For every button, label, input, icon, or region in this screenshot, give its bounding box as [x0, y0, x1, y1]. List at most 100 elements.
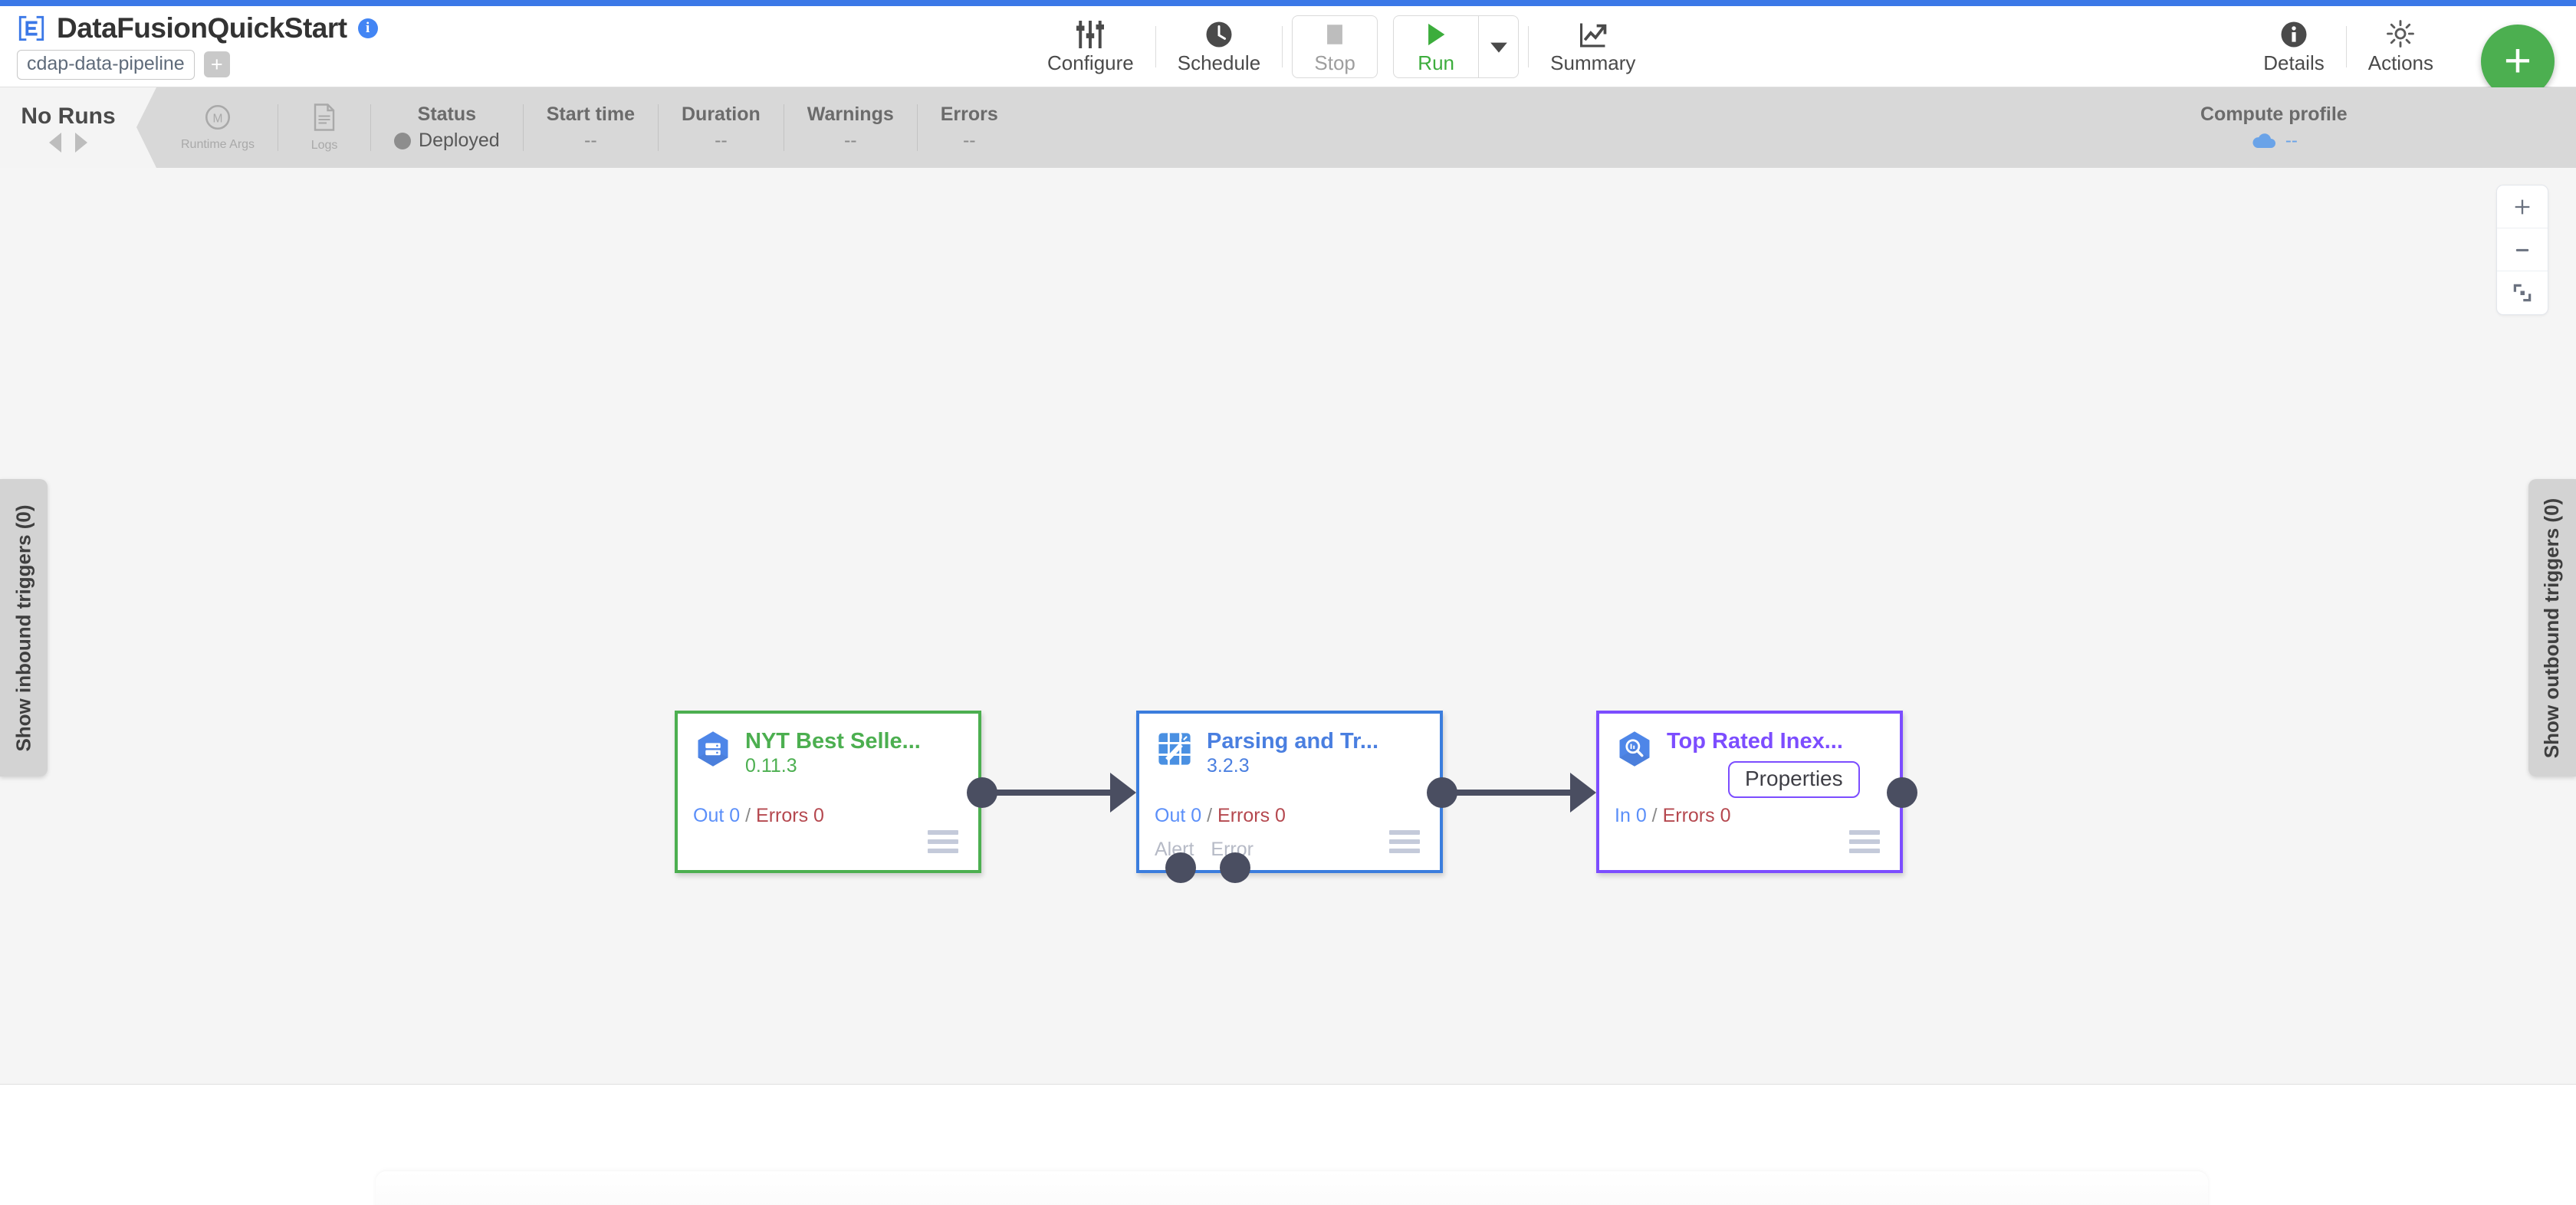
inbound-triggers-label: Show inbound triggers (0) — [12, 504, 35, 752]
details-button[interactable]: Details — [2243, 6, 2344, 87]
node-out-value: 0 — [1191, 805, 1202, 826]
toolbar-divider — [2345, 26, 2347, 67]
toolbar-divider — [1155, 26, 1156, 67]
stop-label: Stop — [1314, 51, 1355, 74]
node-menu-icon[interactable] — [1849, 830, 1880, 853]
summary-button[interactable]: Summary — [1530, 6, 1655, 87]
summary-label: Summary — [1550, 51, 1636, 74]
bottom-console-card[interactable] — [376, 1171, 2208, 1205]
run-options-button[interactable] — [1478, 16, 1518, 77]
info-circle-icon — [2280, 19, 2308, 48]
no-runs-notch — [136, 87, 156, 168]
errors-header: Errors — [940, 103, 998, 125]
warnings-field: Warnings -- — [784, 87, 917, 168]
configure-button[interactable]: Configure — [1027, 6, 1154, 87]
actions-button[interactable]: Actions — [2348, 6, 2453, 87]
stop-button[interactable]: Stop — [1293, 19, 1377, 75]
main-toolbar: Configure Schedule Stop — [1027, 6, 1655, 87]
clock-icon — [1205, 19, 1233, 48]
page-title: DataFusionQuickStart — [57, 12, 347, 44]
compute-profile-header: Compute profile — [2200, 103, 2348, 125]
line-chart-icon — [1579, 19, 1608, 48]
run-button[interactable]: Run — [1394, 19, 1478, 75]
caret-down-icon — [1490, 42, 1507, 53]
node-errors-label: Errors — [1217, 805, 1270, 826]
duration-field: Duration -- — [659, 87, 784, 168]
macro-m-icon: M — [205, 104, 231, 134]
properties-tooltip[interactable]: Properties — [1728, 761, 1860, 798]
field-divider — [522, 104, 524, 151]
details-label: Details — [2263, 51, 2325, 74]
node-name: Top Rated Inex... — [1667, 729, 1843, 754]
node-errors-value: 0 — [1275, 805, 1286, 826]
pipeline-node-sink[interactable]: Top Rated Inex... Properties In 0 / Erro… — [1596, 711, 1903, 873]
start-time-value: -- — [584, 130, 597, 151]
stop-square-icon — [1322, 19, 1348, 48]
status-value: Deployed — [419, 130, 500, 151]
zoom-controls — [2496, 185, 2548, 315]
output-port-sink[interactable] — [1887, 777, 1917, 808]
error-port-dot[interactable] — [1220, 852, 1250, 883]
node-version: 3.2.3 — [1207, 755, 1250, 777]
node-menu-icon[interactable] — [1389, 830, 1420, 853]
caret-left-icon[interactable] — [49, 132, 61, 153]
cloud-icon — [2252, 133, 2275, 148]
run-button-box[interactable]: Run — [1393, 15, 1520, 78]
metric-separator: / — [1651, 805, 1658, 826]
add-plugin-fab[interactable]: + — [2481, 25, 2555, 98]
node-metrics: In 0 / Errors 0 — [1615, 805, 1731, 827]
runtime-args-label: Runtime Args — [181, 137, 255, 151]
schedule-label: Schedule — [1177, 51, 1261, 74]
warnings-header: Warnings — [807, 103, 894, 125]
node-header: NYT Best Selle... 0.11.3 — [678, 714, 978, 777]
wrangler-icon — [1158, 733, 1191, 765]
fit-to-screen-button[interactable] — [2497, 271, 2548, 314]
alert-port-dot[interactable] — [1165, 852, 1196, 883]
status-field: Status Deployed — [371, 87, 523, 168]
compute-profile-value: -- — [2285, 130, 2298, 151]
node-title-block: Top Rated Inex... — [1667, 729, 1843, 754]
node-errors-value: 0 — [1720, 805, 1731, 826]
errors-value: -- — [962, 130, 976, 151]
status-dot-icon — [394, 132, 412, 149]
outbound-triggers-tab[interactable]: Show outbound triggers (0) — [2528, 479, 2576, 777]
connection-arrow-1 — [1110, 773, 1136, 813]
runtime-args-button[interactable]: M Runtime Args — [158, 87, 278, 168]
node-name: NYT Best Selle... — [745, 729, 921, 754]
pipeline-node-transform[interactable]: Parsing and Tr... 3.2.3 Out 0 / Errors 0… — [1136, 711, 1443, 873]
add-artifact-button[interactable]: + — [203, 51, 230, 78]
pipeline-canvas[interactable]: Show inbound triggers (0) Show outbound … — [0, 168, 2576, 1085]
compute-profile-value-row: -- — [2250, 130, 2298, 152]
start-time-field: Start time -- — [524, 87, 658, 168]
inbound-triggers-tab[interactable]: Show inbound triggers (0) — [0, 479, 48, 777]
caret-right-icon[interactable] — [75, 132, 87, 153]
node-out-value: 0 — [729, 805, 741, 826]
node-errors-label: Errors — [756, 805, 809, 826]
stop-button-box[interactable]: Stop — [1292, 15, 1378, 78]
pipeline-node-source[interactable]: NYT Best Selle... 0.11.3 Out 0 / Errors … — [675, 711, 981, 873]
info-icon[interactable]: i — [357, 18, 378, 38]
document-icon — [313, 103, 336, 135]
node-errors-label: Errors — [1662, 805, 1715, 826]
run-nav-group — [49, 132, 87, 153]
metric-separator: / — [1207, 805, 1213, 826]
node-header: Parsing and Tr... 3.2.3 — [1139, 714, 1440, 777]
start-time-header: Start time — [546, 103, 635, 125]
compute-profile-field[interactable]: Compute profile -- — [2200, 87, 2348, 168]
warnings-value: -- — [843, 130, 857, 151]
connection-line-2 — [1442, 790, 1584, 796]
metric-separator: / — [745, 805, 751, 826]
logs-button[interactable]: Logs — [278, 87, 370, 168]
zoom-out-button[interactable] — [2497, 228, 2548, 271]
zoom-in-button[interactable] — [2497, 186, 2548, 228]
schedule-button[interactable]: Schedule — [1158, 6, 1280, 87]
cdap-logo-icon — [18, 15, 44, 41]
artifact-pill[interactable]: cdap-data-pipeline — [17, 50, 195, 80]
connection-arrow-2 — [1570, 773, 1596, 813]
bigquery-search-hexagon-icon — [1619, 731, 1650, 767]
toolbar-divider — [1282, 26, 1283, 67]
node-menu-icon[interactable] — [928, 830, 958, 853]
node-out-label: Out — [1155, 805, 1186, 826]
toolbar-divider — [1528, 26, 1530, 67]
node-out-label: Out — [693, 805, 724, 826]
